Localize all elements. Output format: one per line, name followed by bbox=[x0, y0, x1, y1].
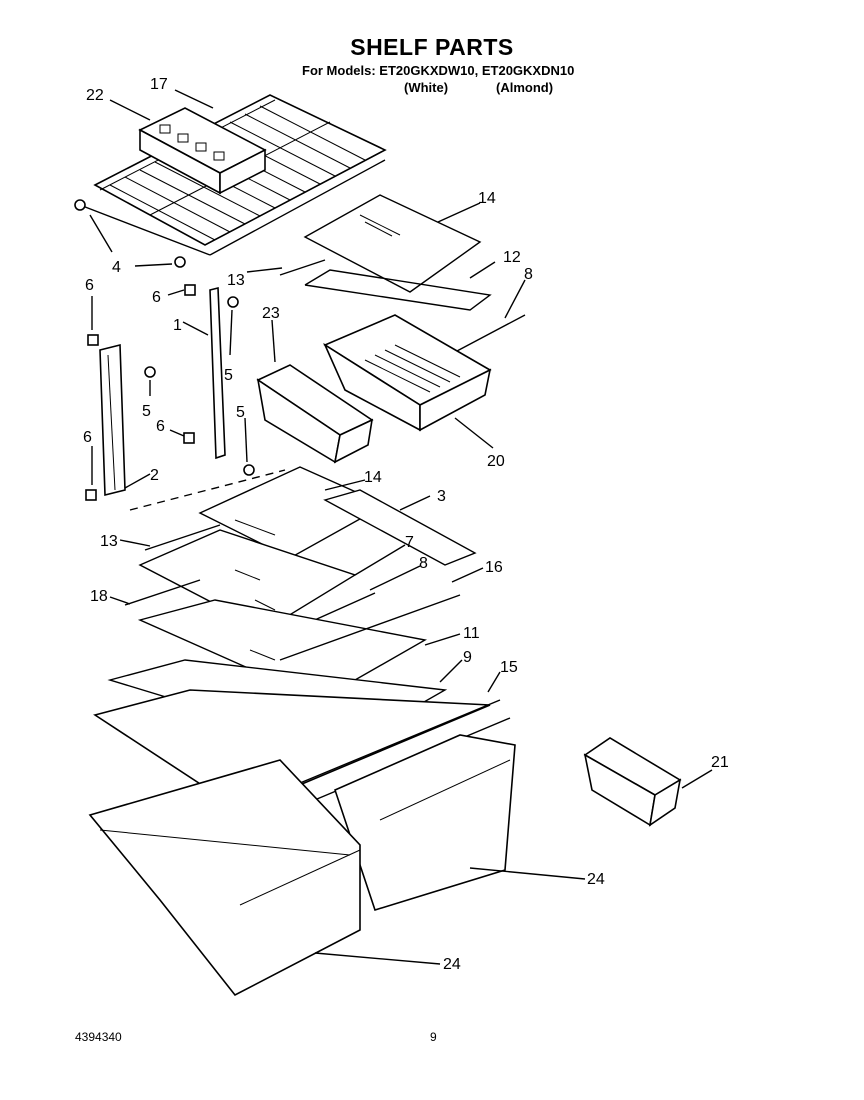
crisper-drawer-left bbox=[88, 759, 361, 997]
callout-14-top: 14 bbox=[478, 190, 496, 207]
ice-bin bbox=[138, 107, 267, 195]
callout-21: 21 bbox=[711, 754, 729, 771]
small-bin bbox=[256, 364, 374, 464]
leader-lines bbox=[89, 89, 713, 965]
callout-8-middle: 8 bbox=[419, 555, 428, 572]
color-almond-label: (Almond) bbox=[496, 80, 554, 95]
callout-7: 7 bbox=[405, 534, 414, 551]
callout-13-top: 13 bbox=[227, 272, 245, 289]
callout-17: 17 bbox=[150, 76, 168, 93]
callout-1: 1 bbox=[173, 317, 182, 334]
callout-4-a: 4 bbox=[112, 259, 121, 276]
callout-5-a: 5 bbox=[224, 367, 233, 384]
callout-20: 20 bbox=[487, 453, 505, 470]
callout-24-left: 24 bbox=[443, 956, 461, 973]
callout-11: 11 bbox=[463, 625, 480, 642]
callout-5-c: 5 bbox=[236, 404, 245, 421]
callout-13-middle: 13 bbox=[100, 533, 118, 550]
callout-2: 2 bbox=[150, 467, 159, 484]
model-numbers: For Models: ET20GKXDW10, ET20GKXDN10 bbox=[302, 63, 575, 78]
callout-labels: 22 17 14 12 8 4 13 6 6 23 1 5 5 5 6 6 20… bbox=[83, 76, 729, 973]
color-white-label: (White) bbox=[404, 80, 449, 95]
callout-3: 3 bbox=[437, 488, 446, 505]
callout-15: 15 bbox=[500, 659, 518, 676]
callout-6-b: 6 bbox=[152, 289, 161, 306]
callout-12: 12 bbox=[503, 249, 521, 266]
meat-pan-drawer bbox=[323, 314, 492, 432]
callout-6-c: 6 bbox=[156, 418, 165, 435]
page-title: SHELF PARTS bbox=[350, 34, 514, 60]
callout-24-right: 24 bbox=[587, 871, 605, 888]
glass-shelf-middle bbox=[124, 466, 477, 641]
callout-18: 18 bbox=[90, 588, 108, 605]
callout-6-d: 6 bbox=[83, 429, 92, 446]
callout-22: 22 bbox=[86, 87, 104, 104]
page-number: 9 bbox=[430, 1030, 437, 1044]
door-bin bbox=[583, 737, 682, 827]
callout-16: 16 bbox=[485, 559, 503, 576]
crisper-drawer-right bbox=[334, 734, 516, 911]
callout-8-top: 8 bbox=[524, 266, 533, 283]
shelf-rails bbox=[74, 199, 286, 511]
glass-shelf-top bbox=[303, 194, 482, 293]
callout-23: 23 bbox=[262, 305, 280, 322]
callout-9: 9 bbox=[463, 649, 472, 666]
callout-6-a: 6 bbox=[85, 277, 94, 294]
document-number: 4394340 bbox=[75, 1030, 122, 1044]
callout-14-middle: 14 bbox=[364, 469, 382, 486]
callout-5-b: 5 bbox=[142, 403, 151, 420]
